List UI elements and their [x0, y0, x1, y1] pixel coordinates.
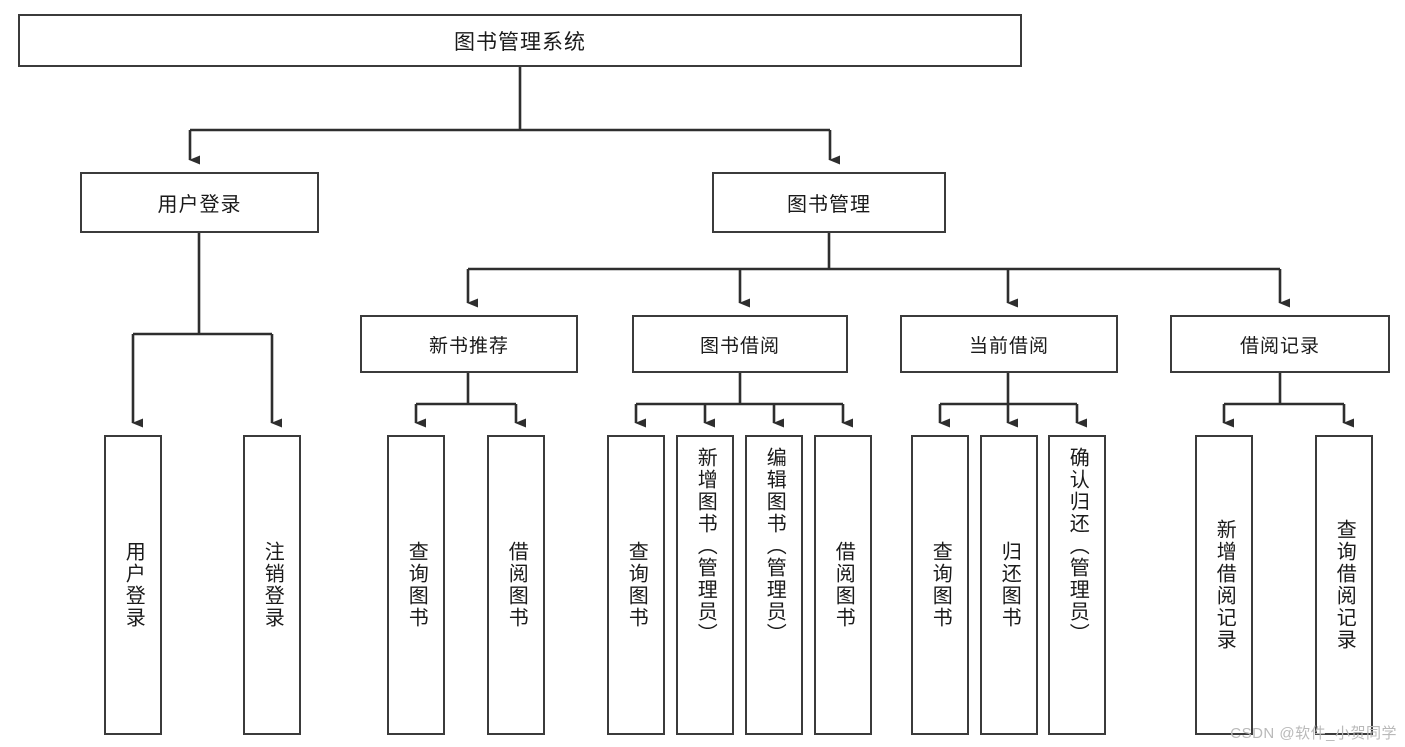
leaf-label: 注销登录: [261, 541, 284, 629]
leaf-label: 归还图书: [998, 541, 1021, 629]
leaf-current-query-book[interactable]: 查询图书: [911, 435, 969, 735]
node-book-management[interactable]: 图书管理: [712, 172, 946, 233]
leaf-current-confirm-return-admin[interactable]: 确认归还（管理员）: [1048, 435, 1106, 735]
leaf-borrow-edit-book-admin[interactable]: 编辑图书（管理员）: [745, 435, 803, 735]
leaf-borrow-query-book[interactable]: 查询图书: [607, 435, 665, 735]
node-user-login[interactable]: 用户登录: [80, 172, 319, 233]
node-current-borrow[interactable]: 当前借阅: [900, 315, 1118, 373]
leaf-new-book-borrow-book[interactable]: 借阅图书: [487, 435, 545, 735]
node-book-borrow[interactable]: 图书借阅: [632, 315, 848, 373]
leaf-borrow-borrow-book[interactable]: 借阅图书: [814, 435, 872, 735]
leaf-label: 新增图书（管理员）: [694, 447, 717, 645]
leaf-label: 用户登录: [122, 541, 145, 629]
node-user-login-label: 用户登录: [157, 194, 242, 216]
leaf-record-query-record[interactable]: 查询借阅记录: [1315, 435, 1373, 735]
node-new-book-recommend[interactable]: 新书推荐: [360, 315, 578, 373]
leaf-record-add-record[interactable]: 新增借阅记录: [1195, 435, 1253, 735]
leaf-new-book-query-book[interactable]: 查询图书: [387, 435, 445, 735]
leaf-user-login-logout[interactable]: 注销登录: [243, 435, 301, 735]
leaf-label: 确认归还（管理员）: [1066, 447, 1089, 645]
leaf-label: 查询图书: [405, 541, 428, 629]
leaf-label: 查询图书: [929, 541, 952, 629]
leaf-user-login-login[interactable]: 用户登录: [104, 435, 162, 735]
leaf-label: 借阅图书: [832, 541, 855, 629]
leaf-label: 查询借阅记录: [1333, 519, 1356, 651]
leaf-current-return-book[interactable]: 归还图书: [980, 435, 1038, 735]
node-new-book-recommend-label: 新书推荐: [428, 335, 509, 357]
node-root-book-management-system[interactable]: 图书管理系统: [18, 14, 1022, 67]
node-borrow-record[interactable]: 借阅记录: [1170, 315, 1390, 373]
leaf-borrow-add-book-admin[interactable]: 新增图书（管理员）: [676, 435, 734, 735]
node-book-borrow-label: 图书借阅: [699, 335, 780, 357]
node-book-management-label: 图书管理: [787, 194, 871, 216]
node-root-label: 图书管理系统: [454, 30, 586, 54]
leaf-label: 新增借阅记录: [1213, 519, 1236, 651]
node-current-borrow-label: 当前借阅: [968, 335, 1049, 357]
leaf-label: 查询图书: [625, 541, 648, 629]
leaf-label: 编辑图书（管理员）: [763, 447, 786, 645]
csdn-watermark: CSDN @软件_小贺同学: [1230, 725, 1397, 742]
leaf-label: 借阅图书: [505, 541, 528, 629]
node-borrow-record-label: 借阅记录: [1239, 335, 1320, 357]
